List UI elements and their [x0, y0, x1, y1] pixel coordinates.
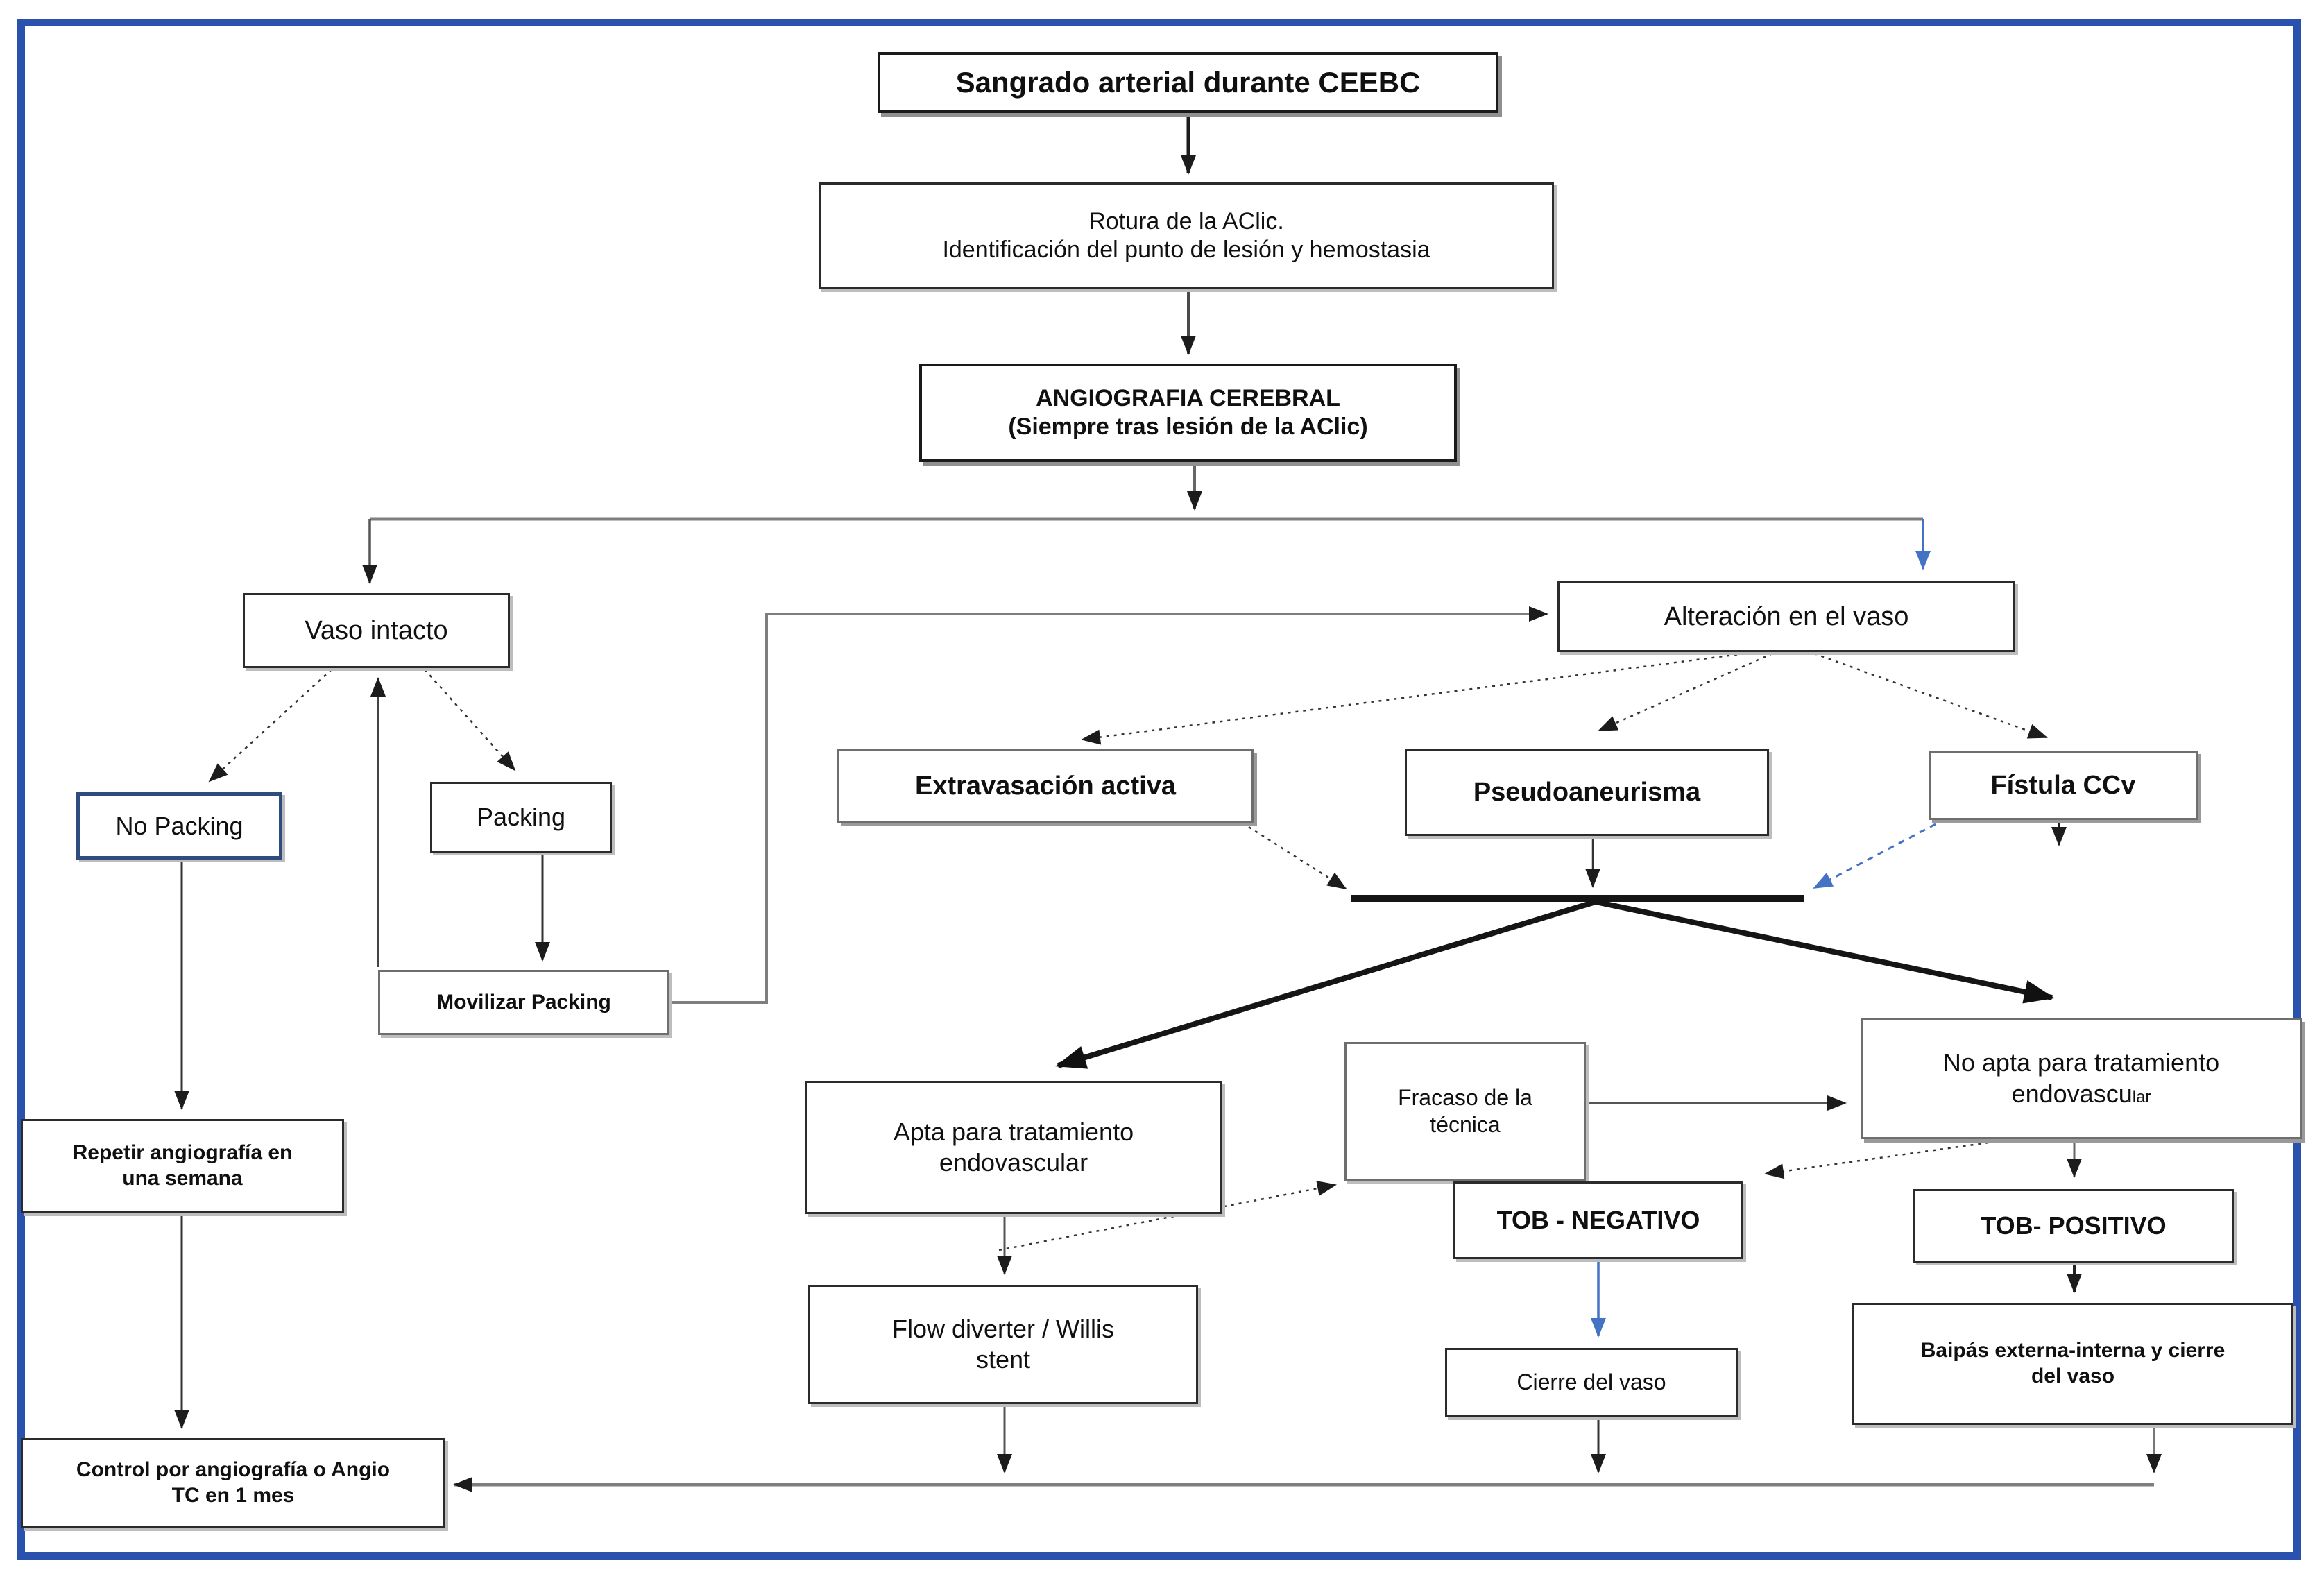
node-no-packing-label: No Packing: [115, 811, 243, 840]
arrow-fistula-bar-blue: [1813, 823, 1936, 889]
node-tob-negativo-label: TOB - NEGATIVO: [1496, 1206, 1700, 1235]
node-rotura: Rotura de la AClic. Identificación del p…: [819, 182, 1554, 289]
node-no-apta-line2-main: endovascu: [2011, 1079, 2133, 1108]
node-extravasacion-label: Extravasación activa: [914, 771, 1176, 801]
node-no-apta-line1: No apta para tratamiento: [1942, 1048, 2220, 1077]
node-alteracion-label: Alteración en el vaso: [1664, 601, 1909, 631]
node-flow-diverter: Flow diverter / Willis stent: [808, 1285, 1198, 1404]
node-fracaso-line1: Fracaso de la: [1398, 1084, 1532, 1110]
arrow-vaso-packing: [424, 669, 516, 771]
node-control-line2: TC en 1 mes: [171, 1484, 295, 1507]
node-control: Control por angiografía o Angio TC en 1 …: [21, 1438, 445, 1528]
node-packing-label: Packing: [476, 803, 566, 832]
node-vaso-intacto-label: Vaso intacto: [305, 615, 448, 645]
node-angiografia: ANGIOGRAFIA CEREBRAL (Siempre tras lesió…: [919, 364, 1457, 462]
node-alteracion: Alteración en el vaso: [1557, 581, 2015, 652]
node-apta-line2: endovascular: [939, 1148, 1088, 1177]
node-control-line1: Control por angiografía o Angio: [76, 1458, 391, 1482]
node-tob-positivo: TOB- POSITIVO: [1913, 1189, 2234, 1263]
node-tob-positivo-label: TOB- POSITIVO: [1981, 1211, 2167, 1240]
arrow-bar-no-apta-thick: [1595, 899, 2055, 1004]
arrow-no-apta-tob-negativo: [1764, 1139, 2004, 1179]
node-no-packing: No Packing: [76, 792, 282, 860]
node-apta: Apta para tratamiento endovascular: [805, 1081, 1222, 1214]
node-fistula-label: Fístula CCv: [1990, 770, 2136, 800]
node-sangrado: Sangrado arterial durante CEEBC: [878, 52, 1498, 113]
arrow-alteracion-pseudoaneurisma: [1598, 652, 1773, 732]
node-fracaso-line2: técnica: [1430, 1112, 1501, 1137]
node-baipas-line1: Baipás externa-interna y cierre: [1920, 1339, 2225, 1362]
node-repetir-line2: una semana: [122, 1167, 243, 1190]
arrow-vaso-no-packing: [208, 669, 332, 783]
node-pseudoaneurisma-label: Pseudoaneurisma: [1473, 778, 1701, 808]
node-sangrado-label: Sangrado arterial durante CEEBC: [955, 66, 1421, 99]
node-flow-diverter-line2: stent: [975, 1345, 1031, 1374]
node-no-apta-line2: endovascular: [2012, 1078, 2151, 1111]
arrow-extravasacion-bar: [1248, 826, 1347, 890]
node-flow-diverter-line1: Flow diverter / Willis: [891, 1315, 1115, 1344]
figure-border: [17, 19, 2301, 1560]
node-fistula: Fístula CCv: [1929, 751, 2198, 820]
node-movilizar-packing-label: Movilizar Packing: [436, 990, 611, 1014]
node-rotura-line2: Identificación del punto de lesión y hem…: [942, 237, 1430, 263]
arrow-alteracion-fistula: [1813, 652, 2048, 739]
arrow-bar-apta-thick: [1055, 899, 1597, 1069]
arrow-alteracion-extravasacion: [1081, 652, 1745, 745]
node-movilizar-packing: Movilizar Packing: [378, 970, 669, 1035]
node-pseudoaneurisma: Pseudoaneurisma: [1405, 749, 1769, 836]
node-rotura-line1: Rotura de la AClic.: [1088, 207, 1284, 234]
node-tob-negativo: TOB - NEGATIVO: [1453, 1181, 1743, 1259]
node-baipas: Baipás externa-interna y cierre del vaso: [1852, 1303, 2293, 1425]
path-movilizar-alteracion: [669, 606, 1548, 1004]
node-cierre: Cierre del vaso: [1445, 1348, 1738, 1417]
node-no-apta: No apta para tratamiento endovascular: [1861, 1018, 2302, 1139]
node-fracaso: Fracaso de la técnica: [1344, 1042, 1586, 1181]
node-packing: Packing: [430, 782, 612, 853]
node-no-apta-line2-suffix: lar: [2132, 1087, 2151, 1107]
node-angiografia-line1: ANGIOGRAFIA CEREBRAL: [1036, 384, 1340, 411]
node-extravasacion: Extravasación activa: [837, 749, 1254, 823]
node-angiografia-line2: (Siempre tras lesión de la AClic): [1008, 413, 1368, 440]
node-cierre-label: Cierre del vaso: [1516, 1369, 1666, 1395]
node-baipas-line2: del vaso: [2031, 1365, 2115, 1387]
node-vaso-intacto: Vaso intacto: [243, 593, 510, 668]
node-repetir-line1: Repetir angiografía en: [72, 1141, 293, 1165]
node-apta-line1: Apta para tratamiento: [893, 1118, 1134, 1147]
node-repetir: Repetir angiografía en una semana: [21, 1119, 344, 1213]
